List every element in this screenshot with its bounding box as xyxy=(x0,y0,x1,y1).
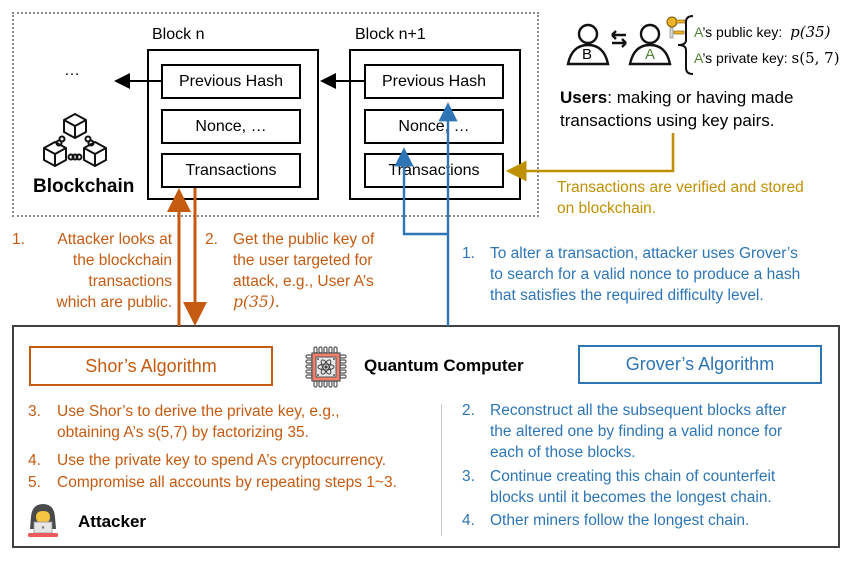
step-line: Get the public key of xyxy=(233,231,375,248)
step-line: attack, e.g., User A’s xyxy=(233,273,374,290)
step-line: which are public. xyxy=(56,294,172,311)
block-n1-previous-hash[interactable]: Previous Hash xyxy=(364,64,504,99)
step-number: 2. xyxy=(205,231,218,248)
attacker-frame xyxy=(12,325,840,548)
users-description-line-1: : making or having made xyxy=(607,88,794,107)
step-line: the blockchain xyxy=(72,252,172,269)
grover-step-3: 3. Continue creating this chain of count… xyxy=(462,466,832,508)
block-n1-nonce[interactable]: Nonce, … xyxy=(364,109,504,144)
step-line: transactions xyxy=(88,273,172,290)
step-line: Compromise all accounts by repeating ste… xyxy=(57,474,397,491)
grover-step-4: 4. Other miners follow the longest chain… xyxy=(462,510,832,531)
verified-note-line-2: on blockchain. xyxy=(557,200,657,217)
shor-step-1: 1. Attacker looks at the blockchain tran… xyxy=(12,229,172,313)
shor-step-4: 4. Use the private key to spend A’s cryp… xyxy=(28,450,448,471)
step-line: Attacker looks at xyxy=(57,231,172,248)
grover-step-2: 2. Reconstruct all the subsequent blocks… xyxy=(462,400,832,463)
public-key-line: A’s public key: p(35) xyxy=(694,23,831,41)
step-line: each of those blocks. xyxy=(490,444,636,461)
attacker-icon xyxy=(26,503,60,539)
grover-nonce-arrow xyxy=(394,147,450,326)
grover-algorithm-box[interactable]: Grover’s Algorithm xyxy=(578,345,822,384)
algorithm-divider xyxy=(441,404,442,536)
public-key-label: ’s public key: xyxy=(702,24,783,40)
users-heading: Users xyxy=(560,88,608,107)
block-n-nonce[interactable]: Nonce, … xyxy=(161,109,301,144)
user-transaction-arrow xyxy=(505,133,675,182)
step-line: to search for a valid nonce to produce a… xyxy=(490,266,801,283)
users-description-line-2: transactions using key pairs. xyxy=(560,111,775,130)
block-n-transactions[interactable]: Transactions xyxy=(161,153,301,188)
step-line: that satisfies the required difficulty l… xyxy=(490,287,764,304)
quantum-chip-icon xyxy=(304,345,348,389)
step-number: 4. xyxy=(462,512,475,529)
step-line: the altered one by finding a valid nonce… xyxy=(490,423,783,440)
transactions-verified-note: Transactions are verified and stored on … xyxy=(557,177,804,219)
grover-step-1: 1. To alter a transaction, attacker uses… xyxy=(462,243,842,306)
public-key-owner: A xyxy=(694,24,703,40)
step-number: 5. xyxy=(28,474,41,491)
step-line: Continue creating this chain of counterf… xyxy=(490,468,776,485)
step-line: the user targeted for xyxy=(233,252,373,269)
attacker-label: Attacker xyxy=(78,512,147,531)
block-n-previous-hash[interactable]: Previous Hash xyxy=(161,64,301,99)
step-number: 2. xyxy=(462,402,475,419)
users-icon xyxy=(566,12,686,70)
private-key-line: A’s private key: s(5, 7) xyxy=(694,49,840,67)
step-line: p(35). xyxy=(233,293,280,311)
step-line: obtaining A’s s(5,7) by factorizing 35. xyxy=(57,424,309,441)
shor-step-5: 5. Compromise all accounts by repeating … xyxy=(28,472,448,493)
block-n-title: Block n xyxy=(152,26,205,43)
shor-step-2: 2. Get the public key of the user target… xyxy=(205,229,405,313)
user-b-label: B xyxy=(582,46,593,63)
step-line: Use Shor’s to derive the private key, e.… xyxy=(57,403,340,420)
verified-note-line-1: Transactions are verified and stored xyxy=(557,179,804,196)
step-number: 3. xyxy=(462,468,475,485)
step-line: blocks until it becomes the longest chai… xyxy=(490,489,772,506)
step-line: To alter a transaction, attacker uses Gr… xyxy=(490,245,798,262)
blockchain-frame xyxy=(12,12,539,217)
public-key-value: p(35) xyxy=(790,23,831,41)
user-b-head xyxy=(577,23,599,45)
private-key-label: ’s private key: xyxy=(702,50,788,66)
step-number: 1. xyxy=(12,231,25,248)
step-line: Other miners follow the longest chain. xyxy=(490,512,750,529)
step-number: 1. xyxy=(462,245,475,262)
step-number: 4. xyxy=(28,452,41,469)
shor-step-3: 3. Use Shor’s to derive the private key,… xyxy=(28,401,448,443)
blockchain-icon xyxy=(40,112,110,174)
step-line: Use the private key to spend A’s cryptoc… xyxy=(57,452,387,469)
step-number: 3. xyxy=(28,403,41,420)
step-line: Reconstruct all the subsequent blocks af… xyxy=(490,402,787,419)
users-description: Users: making or having made transaction… xyxy=(560,86,793,132)
previous-blocks-ellipsis: … xyxy=(64,62,80,79)
blockchain-label: Blockchain xyxy=(33,176,135,197)
shor-algorithm-box[interactable]: Shor’s Algorithm xyxy=(29,346,273,386)
private-key-owner: A xyxy=(694,50,703,66)
user-a-label: A xyxy=(645,46,656,63)
block-n1-title: Block n+1 xyxy=(355,26,426,43)
private-key-value: s(5, 7) xyxy=(791,49,840,67)
key-brace xyxy=(676,14,694,76)
quantum-computer-label: Quantum Computer xyxy=(364,356,524,375)
